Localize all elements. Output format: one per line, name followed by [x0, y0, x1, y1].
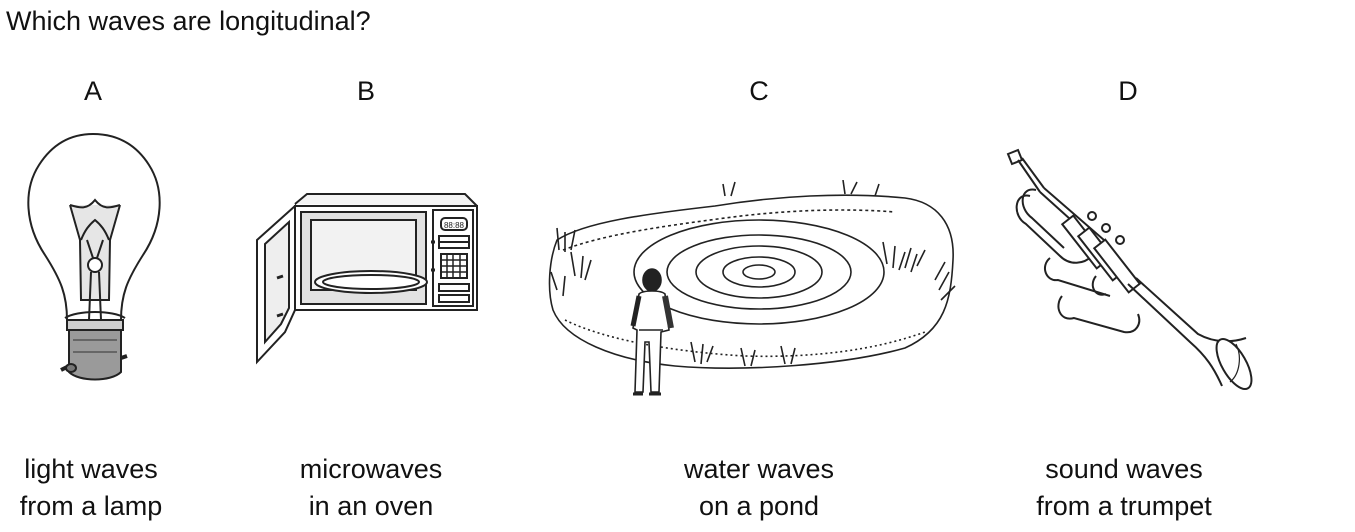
caption-line: from a lamp [19, 491, 163, 521]
option-caption-d: sound waves from a trumpet [1036, 451, 1212, 525]
option-caption-a: light waves from a lamp [20, 451, 163, 525]
caption-line: sound waves [1045, 454, 1203, 484]
caption-line: in an oven [308, 491, 434, 521]
option-caption-b: microwaves in an oven [300, 451, 443, 525]
option-letter-a: A [83, 76, 103, 106]
question-text: Which waves are longitudinal? [6, 6, 371, 36]
option-letter-d: D [1118, 76, 1138, 106]
trumpet-icon [1000, 146, 1255, 402]
caption-line: microwaves [299, 454, 443, 484]
caption-line: from a trumpet [1036, 491, 1212, 521]
caption-line: on a pond [698, 491, 820, 521]
option-letter-b: B [356, 76, 376, 106]
pond-ripples-icon [545, 180, 965, 402]
microwave-oven-icon: 88:88 [255, 192, 480, 367]
light-bulb-icon [15, 130, 175, 390]
caption-line: light waves [24, 454, 158, 484]
option-caption-c: water waves on a pond [684, 451, 834, 525]
caption-line: water waves [683, 454, 835, 484]
microwave-display: 88:88 [444, 221, 465, 230]
option-letter-c: C [749, 76, 769, 106]
